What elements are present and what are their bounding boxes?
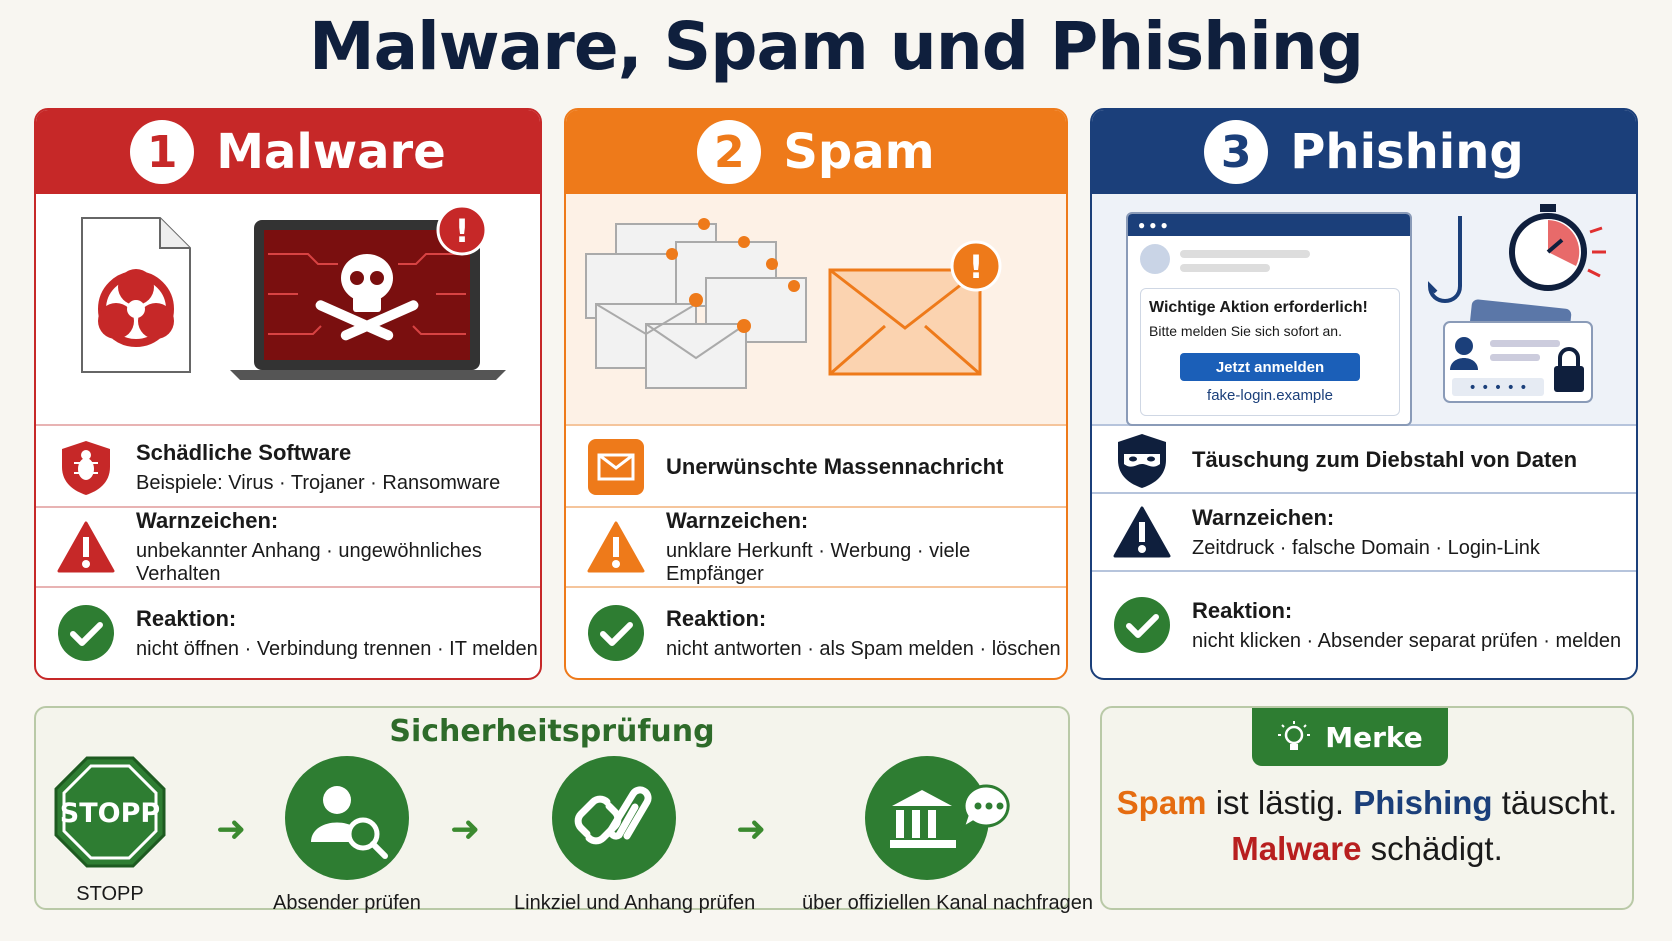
step-stopp: STOPP STOPP [54,756,166,906]
bug-shield-icon [62,441,110,495]
step-label: Absender prüfen [273,892,421,914]
merke-panel: Merke Spam ist lästig. Phishing täuscht.… [1100,706,1634,910]
number-badge: 1 [130,120,195,184]
step-official-channel: über offiziellen Kanal nachfragen [802,756,1093,915]
row-text: unbekannter Anhang · ungewöhnliches Verh… [136,540,482,585]
phishing-card: 3 Phishing ●●● Wichtige Aktion erforderl… [1090,108,1638,680]
popup-message: Bitte melden Sie sich sofort an. [1149,323,1342,339]
malware-illustration: ! [36,194,540,426]
step-label: Linkziel und Anhang prüfen [514,892,756,914]
merke-line-1: Spam ist lästig. Phishing täuscht. [1102,784,1632,822]
malware-word: Malware [1231,830,1362,867]
svg-text:!: ! [969,248,984,286]
phishing-definition-row: Täuschung zum Diebstahl von Daten [1092,428,1636,494]
envelope-icon [588,439,644,495]
number-badge: 3 [1204,120,1269,184]
stop-sign-text: STOPP [60,798,160,829]
row-heading: Täuschung zum Diebstahl von Daten [1192,447,1578,472]
bank-chat-icon [890,790,956,848]
row-text: Zeitdruck · falsche Domain · Login-Link [1192,536,1540,559]
phishing-header: 3 Phishing [1092,110,1636,194]
row-heading: Warnzeichen: [1192,504,1335,530]
spam-header: 2 Spam [566,110,1066,194]
row-text: nicht klicken · Absender separat prüfen … [1192,629,1622,652]
chat-bubble-icon [961,784,1010,831]
card-title: Phishing [1290,124,1524,180]
malware-card: 1 Malware [34,108,542,680]
phishing-reaction-row: Reaktion: nicht klicken · Absender separa… [1092,572,1636,678]
step-label: STOPP [76,883,144,905]
merke-text: ist lästig. [1206,784,1354,821]
fake-browser-window: ●●● Wichtige Aktion erforderlich! Bitte … [1126,212,1412,426]
thief-mask-icon [1118,434,1166,488]
row-heading: Warnzeichen: [136,508,279,533]
row-text: unklare Herkunft · Werbung · viele Empfä… [666,540,971,585]
spam-definition-row: Unerwünschte Massennachricht [566,428,1066,508]
row-heading: Unerwünschte Massennachricht [666,454,1004,479]
page-title: Malware, Spam und Phishing [308,8,1364,85]
check-icon [58,605,114,661]
svg-text:!: ! [455,212,470,250]
hook-timer-id-icon: • • • • • [1427,204,1606,403]
step-label: über offiziellen Kanal nachfragen [802,892,1093,914]
lightbulb-icon [1278,721,1311,750]
link-clip-icon [574,786,652,845]
spam-illustration: ! [566,194,1066,426]
placeholder-line [1180,264,1270,272]
fake-login-button[interactable]: Jetzt anmelden [1180,353,1360,381]
popup-title: Wichtige Aktion erforderlich! [1149,299,1368,316]
spam-reaction-row: Reaktion: nicht antworten · als Spam meld… [566,588,1066,678]
step-sender: Absender prüfen [272,756,422,915]
avatar [1140,244,1170,274]
row-heading: Reaktion: [1192,597,1293,623]
card-title: Spam [783,124,935,180]
window-dots: ●●● [1128,214,1410,236]
check-icon [588,605,644,661]
arrow-icon: ➜ [216,808,247,849]
user-search-icon [311,786,388,859]
merke-line-2: Malware schädigt. [1102,830,1632,868]
merke-text: schädigt. [1361,830,1503,867]
arrow-icon: ➜ [736,808,767,849]
stop-sign-icon: STOPP [54,756,166,868]
row-text: nicht antworten · als Spam melden · lösc… [666,637,1061,660]
row-text: nicht öffnen · Verbindung trennen · IT m… [136,637,538,660]
row-heading: Warnzeichen: [666,508,809,533]
spam-warning-row: Warnzeichen: unklare Herkunft · Werbung ·… [566,508,1066,588]
merke-text: täuscht. [1492,784,1618,821]
row-heading: Schädliche Software [136,439,352,465]
merke-tag: Merke [1252,708,1448,766]
phishing-popup: Wichtige Aktion erforderlich! Bitte meld… [1140,288,1400,416]
arrow-icon: ➜ [450,808,481,849]
placeholder-line [1180,250,1310,258]
malware-header: 1 Malware [36,110,540,194]
phishing-illustration: ●●● Wichtige Aktion erforderlich! Bitte … [1092,194,1636,426]
warning-icon [57,521,115,573]
warning-icon [1113,506,1171,558]
card-title: Malware [216,124,446,180]
security-check-title: Sicherheitsprüfung [389,714,715,749]
malware-warning-row: Warnzeichen: unbekannter Anhang · ungewöh… [36,508,540,588]
envelope-pile-icon: ! [585,218,1002,389]
security-check-panel: Sicherheitsprüfung STOPP STOPP ➜ Absende… [34,706,1093,914]
infected-laptop-icon: ! [81,204,506,380]
step-link: Linkziel und Anhang prüfen [514,756,756,915]
row-text: Beispiele: Virus · Trojaner · Ransomware [136,471,501,494]
fake-link[interactable]: fake-login.example [1207,387,1333,404]
phishing-word: Phishing [1353,784,1493,821]
spam-word: Spam [1116,784,1207,821]
merke-label: Merke [1325,720,1423,754]
malware-reaction-row: Reaktion: nicht öffnen · Verbindung trenn… [36,588,540,678]
password-mask: • • • • • [1468,380,1527,396]
spam-card: 2 Spam ! Unerwünschte Massennachricht Wa… [564,108,1068,680]
row-heading: Reaktion: [136,605,237,631]
check-icon [1114,597,1170,653]
phishing-warning-row: Warnzeichen: Zeitdruck · falsche Domain ·… [1092,494,1636,572]
warning-icon [587,521,645,573]
row-heading: Reaktion: [666,605,767,631]
number-badge: 2 [697,120,762,184]
